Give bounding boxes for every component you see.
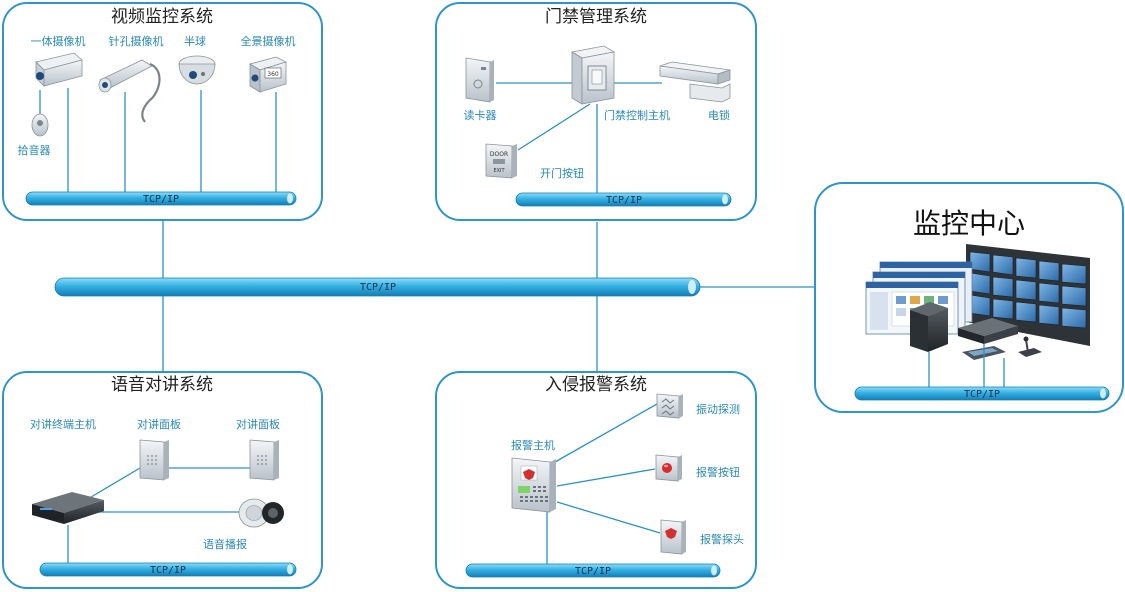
alarm-button-icon — [655, 454, 682, 482]
exit-button-text-top: DOOR — [490, 151, 508, 158]
alarm-detector-label: 报警探头 — [700, 532, 744, 546]
exit-button-icon: DOOR EXIT — [485, 143, 517, 179]
intrusion-bus-label: TCP/IP — [575, 566, 611, 577]
dome-camera-label: 半球 — [184, 34, 206, 48]
card-reader-label: 读卡器 — [464, 108, 497, 122]
integrated-camera-label: 一体摄像机 — [31, 34, 86, 48]
vibration-detector-label: 振动探测 — [696, 402, 740, 416]
electric-lock-icon — [659, 61, 731, 103]
monitoring-center-group: 监控中心 — [814, 182, 1124, 413]
access-title: 门禁管理系统 — [545, 7, 647, 27]
exit-button-text-bottom: EXIT — [493, 168, 505, 174]
box-camera-icon — [35, 52, 83, 87]
pickup-label: 拾音器 — [18, 143, 51, 157]
intercom-bus — [39, 562, 297, 577]
intercom-panel-icon — [139, 439, 169, 481]
main-bus-label: TCP/IP — [360, 282, 396, 293]
alarm-detector-icon — [660, 519, 686, 555]
intercom-panel-icon — [249, 439, 279, 481]
access-bus-label: TCP/IP — [606, 195, 642, 206]
intercom-group: 语音对讲系统 对讲终端主机 对讲面板 对讲面板 语音播报 — [2, 371, 323, 589]
video-bus-label: TCP/IP — [143, 194, 179, 205]
panoramic-camera-label: 全景摄像机 — [241, 34, 296, 48]
microphone-pickup-icon — [31, 113, 49, 137]
exit-button-label: 开门按钮 — [540, 166, 584, 180]
pinhole-camera-label: 针孔摄像机 — [109, 34, 164, 48]
video-title: 视频监控系统 — [111, 7, 213, 27]
center-bus-label: TCP/IP — [964, 389, 1000, 400]
video-surveillance-group: 视频监控系统 一体摄像机 针孔摄像机 半球 全景摄像机 拾音器 — [2, 2, 323, 221]
access-control-group: 门禁管理系统 读卡器 门禁控制主机 电锁 开门按钮 — [435, 2, 757, 221]
intercom-title: 语音对讲系统 — [111, 375, 213, 395]
intrusion-alarm-group: 入侵报警系统 报警主机 振动探测 报警按钮 报警探头 — [435, 371, 757, 589]
electric-lock-label: 电锁 — [708, 108, 730, 122]
vibration-detector-icon — [656, 393, 683, 419]
pinhole-camera-icon — [98, 59, 161, 123]
access-bus — [515, 192, 732, 207]
intercom-host-label: 对讲终端主机 — [30, 417, 96, 431]
alarm-host-label: 报警主机 — [511, 438, 555, 452]
decoder-icon — [958, 318, 1018, 344]
video-frame — [2, 2, 323, 221]
intercom-bus-label: TCP/IP — [150, 565, 186, 576]
main-bus: TCP/IP — [54, 277, 701, 297]
card-reader-icon — [465, 57, 494, 103]
access-controller-label: 门禁控制主机 — [604, 108, 670, 122]
intrusion-title: 入侵报警系统 — [545, 375, 647, 395]
center-bus — [854, 386, 1110, 401]
dome-camera-icon — [178, 55, 216, 85]
access-controller-icon — [570, 45, 616, 105]
video-bus — [25, 191, 297, 206]
center-title: 监控中心 — [913, 207, 1025, 240]
intercom-host-icon — [32, 492, 104, 524]
alarm-button-label: 报警按钮 — [696, 465, 740, 479]
server-icon — [910, 302, 948, 352]
speaker-icon — [238, 498, 284, 528]
alarm-host-icon — [511, 457, 556, 513]
intercom-panel-1-label: 对讲面板 — [137, 417, 181, 431]
intercom-panel-2-label: 对讲面板 — [236, 417, 280, 431]
intrusion-bus — [465, 563, 721, 578]
panoramic-camera-icon: 360 — [248, 56, 288, 93]
joystick-icon — [1018, 336, 1042, 357]
backbone-links — [162, 220, 815, 372]
voice-broadcast-label: 语音播报 — [203, 537, 247, 551]
panoramic-badge: 360 — [267, 71, 279, 78]
